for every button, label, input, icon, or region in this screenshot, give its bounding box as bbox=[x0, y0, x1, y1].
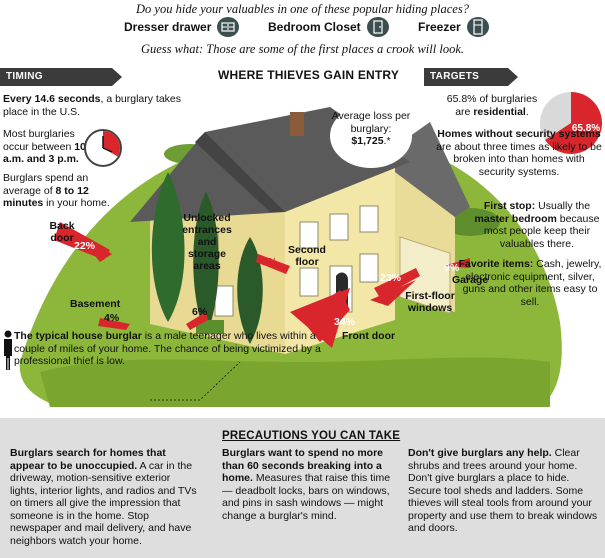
timing-fact-text: Most burglaries occur between bbox=[3, 128, 75, 153]
lawn-shadow bbox=[40, 357, 550, 407]
hiding-place-label: Dresser drawer bbox=[124, 20, 212, 34]
targets-text: Cash, jewelry, electronic equipment, sil… bbox=[462, 258, 602, 308]
typical-burglar-note: The typical house burglar is a male teen… bbox=[14, 330, 336, 368]
targets-security-systems: Homes without security systems are about… bbox=[434, 128, 604, 178]
average-loss-value: $1,725 bbox=[351, 135, 384, 147]
closet-door-icon bbox=[366, 17, 389, 37]
targets-favorite-items: Favorite items: Cash, jewelry, electroni… bbox=[456, 258, 604, 308]
precaution-text: Clear shrubs and trees around your home.… bbox=[408, 447, 598, 534]
entry-label-basement: Basement bbox=[70, 298, 121, 310]
window bbox=[299, 267, 319, 297]
entry-pct-unlocked: 6% bbox=[192, 306, 208, 318]
entry-label-first-floor-windows: First-floor windows bbox=[405, 290, 455, 314]
precaution-sixty-seconds: Burglars want to spend no more than 60 s… bbox=[222, 447, 394, 522]
clock-icon bbox=[84, 129, 122, 167]
average-loss-bubble: Average loss per burglary: $1,725.* bbox=[330, 104, 412, 168]
guess-line: Guess what: Those are some of the first … bbox=[140, 42, 464, 56]
entry-pct-second-floor: 2% bbox=[262, 256, 278, 268]
hiding-place-label: Freezer bbox=[418, 20, 461, 34]
tree bbox=[237, 237, 263, 344]
garage-door bbox=[399, 236, 451, 314]
leader-line bbox=[150, 361, 241, 401]
entry-label-back-door: Back door bbox=[49, 220, 75, 244]
entry-pct-basement: 4% bbox=[104, 312, 120, 324]
precaution-no-help: Don't give burglars any help. Clear shru… bbox=[408, 447, 598, 535]
entry-pct-front-door: 34% bbox=[334, 316, 356, 328]
dresser-icon bbox=[217, 17, 240, 37]
garage-roof bbox=[362, 122, 470, 217]
targets-bold: master bedroom bbox=[474, 212, 557, 225]
arrow-basement bbox=[98, 318, 130, 330]
timing-fact-bold: 8 to 12 minutes bbox=[3, 184, 89, 210]
entry-pct-back-door: 22% bbox=[74, 240, 96, 252]
hiding-place-freezer: Freezer bbox=[418, 17, 489, 37]
timing-fact-text: Burglars spend an average of bbox=[3, 172, 89, 197]
window bbox=[214, 285, 234, 317]
average-loss-text: Average loss per burglary: bbox=[331, 110, 411, 135]
precaution-bold: Don't give burglars any help. bbox=[408, 447, 552, 459]
burglar-silhouette-icon bbox=[4, 330, 12, 370]
window bbox=[359, 253, 379, 283]
targets-text: are about three times as likely to be br… bbox=[436, 140, 602, 178]
targets-text: 65.8% of burglaries are bbox=[446, 93, 538, 118]
targets-residential: 65.8% of burglaries are residential. bbox=[440, 93, 544, 118]
timing-fact-bold: 10 a.m. and 3 p.m. bbox=[3, 140, 86, 166]
timing-fact-frequency: Every 14.6 seconds, a burglary takes pla… bbox=[3, 93, 193, 118]
precaution-bold: Burglars search for homes that appear to… bbox=[10, 447, 166, 472]
entry-label-garage: Garage bbox=[452, 274, 489, 286]
entry-pct-garage: 9% bbox=[444, 262, 460, 274]
precaution-bold: Burglars want to spend no more than 60 s… bbox=[222, 447, 384, 484]
precaution-text: Measures that raise this time — deadbolt… bbox=[222, 472, 391, 522]
precaution-unoccupied: Burglars search for homes that appear to… bbox=[10, 447, 200, 547]
bush bbox=[196, 320, 224, 334]
targets-first-stop: First stop: Usually the master bedroom b… bbox=[470, 200, 604, 250]
targets-heading: TARGETS bbox=[424, 68, 518, 86]
timing-fact-bold: Every 14.6 seconds bbox=[3, 93, 101, 105]
timing-fact-text: in your home. bbox=[43, 197, 110, 209]
targets-bold: Homes without security systems bbox=[437, 128, 601, 140]
house-illustration bbox=[19, 107, 562, 407]
hiding-place-dresser: Dresser drawer bbox=[124, 17, 240, 37]
precautions-title: PRECAUTIONS YOU CAN TAKE bbox=[222, 430, 401, 442]
targets-text: . bbox=[525, 105, 529, 118]
chimney bbox=[290, 112, 304, 136]
freezer-icon bbox=[466, 17, 489, 37]
pie-slice-residential bbox=[545, 92, 602, 154]
arrow-second-floor bbox=[256, 254, 290, 274]
typical-burglar-text: is a male teenager who lives within a co… bbox=[14, 330, 321, 367]
entry-pct-first-floor-windows: 23% bbox=[380, 272, 402, 284]
tree bbox=[193, 192, 219, 337]
arrow-unlocked bbox=[186, 312, 208, 330]
targets-text: Usually the bbox=[535, 200, 591, 212]
arrow-garage bbox=[444, 258, 470, 268]
window bbox=[299, 221, 319, 249]
targets-bold: residential bbox=[473, 105, 526, 118]
roof-edge bbox=[195, 132, 285, 212]
timing-heading: TIMING bbox=[0, 68, 122, 86]
tree bbox=[151, 172, 185, 322]
entry-label-unlocked: Unlocked entrances and storage areas bbox=[182, 212, 232, 272]
window bbox=[329, 213, 349, 241]
precautions-panel bbox=[0, 418, 605, 558]
arrow-first-floor-windows bbox=[374, 268, 420, 298]
targets-text: because most people keep their valuables… bbox=[483, 212, 600, 250]
window bbox=[359, 205, 379, 233]
entry-label-front-door: Front door bbox=[342, 330, 396, 342]
timing-fact-hours: Most burglaries occur between 10 a.m. an… bbox=[3, 128, 87, 166]
average-loss-footnote: .* bbox=[383, 135, 391, 147]
hiding-question: Do you hide your valuables in one of the… bbox=[136, 2, 469, 16]
hiding-places-row: Dresser drawer Bedroom Closet Freezer bbox=[0, 17, 605, 39]
timing-fact-text: , a burglary takes place in the U.S. bbox=[3, 93, 182, 118]
hiding-place-label: Bedroom Closet bbox=[268, 20, 361, 34]
where-thieves-title: WHERE THIEVES GAIN ENTRY bbox=[218, 68, 400, 82]
targets-bold: Favorite items: bbox=[458, 258, 534, 270]
pie-label: 65.8% bbox=[572, 123, 600, 134]
timing-fact-duration: Burglars spend an average of 8 to 12 min… bbox=[3, 172, 121, 210]
entry-label-second-floor: Second floor bbox=[288, 244, 326, 268]
typical-burglar-bold: The typical house burglar bbox=[14, 330, 142, 342]
hiding-place-closet: Bedroom Closet bbox=[268, 17, 389, 37]
targets-bold: First stop: bbox=[483, 200, 536, 212]
residential-pie-chart: 65.8% bbox=[540, 92, 602, 154]
precaution-text: A car in the driveway, motion-sensitive … bbox=[10, 459, 197, 547]
